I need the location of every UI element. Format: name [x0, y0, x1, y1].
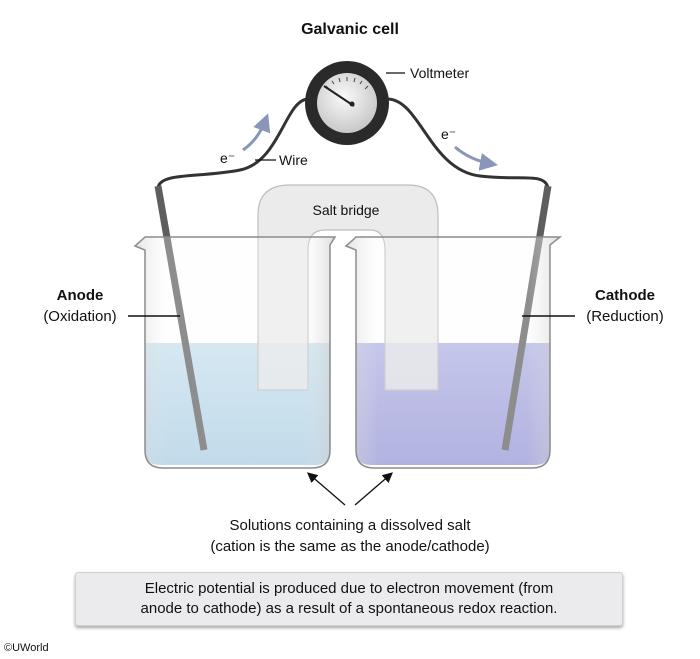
wire-left [156, 97, 309, 189]
anode-beaker [133, 236, 337, 469]
electron-arrow-left [242, 113, 271, 152]
pointer-arrow-left [307, 472, 346, 506]
diagram-title: Galvanic cell [301, 21, 399, 38]
solutions-label-line2: (cation is the same as the anode/cathode… [210, 538, 489, 555]
anode-label: Anode [57, 287, 104, 304]
wire-right [387, 97, 550, 189]
voltmeter-needle [323, 85, 355, 107]
electron-arrow-right [454, 145, 498, 171]
explanation-line1: Electric potential is produced due to el… [144, 580, 554, 597]
wire-label: Wire [279, 152, 308, 168]
copyright: ©UWorld [4, 642, 49, 654]
electron-label-right: e⁻ [441, 126, 456, 142]
cathode-sublabel: (Reduction) [586, 308, 664, 325]
explanation-box: Electric potential is produced due to el… [75, 572, 623, 626]
voltmeter-label: Voltmeter [410, 65, 469, 81]
cathode-label: Cathode [595, 287, 655, 304]
pointer-arrow-right [354, 472, 393, 506]
electron-label-left: e⁻ [220, 150, 235, 166]
voltmeter [305, 61, 389, 145]
solutions-label-line1: Solutions containing a dissolved salt [230, 517, 472, 534]
cathode-beaker [344, 236, 563, 469]
salt-bridge-label: Salt bridge [313, 202, 380, 218]
anode-sublabel: (Oxidation) [43, 308, 116, 325]
explanation-line2: anode to cathode) as a result of a spont… [140, 600, 558, 617]
